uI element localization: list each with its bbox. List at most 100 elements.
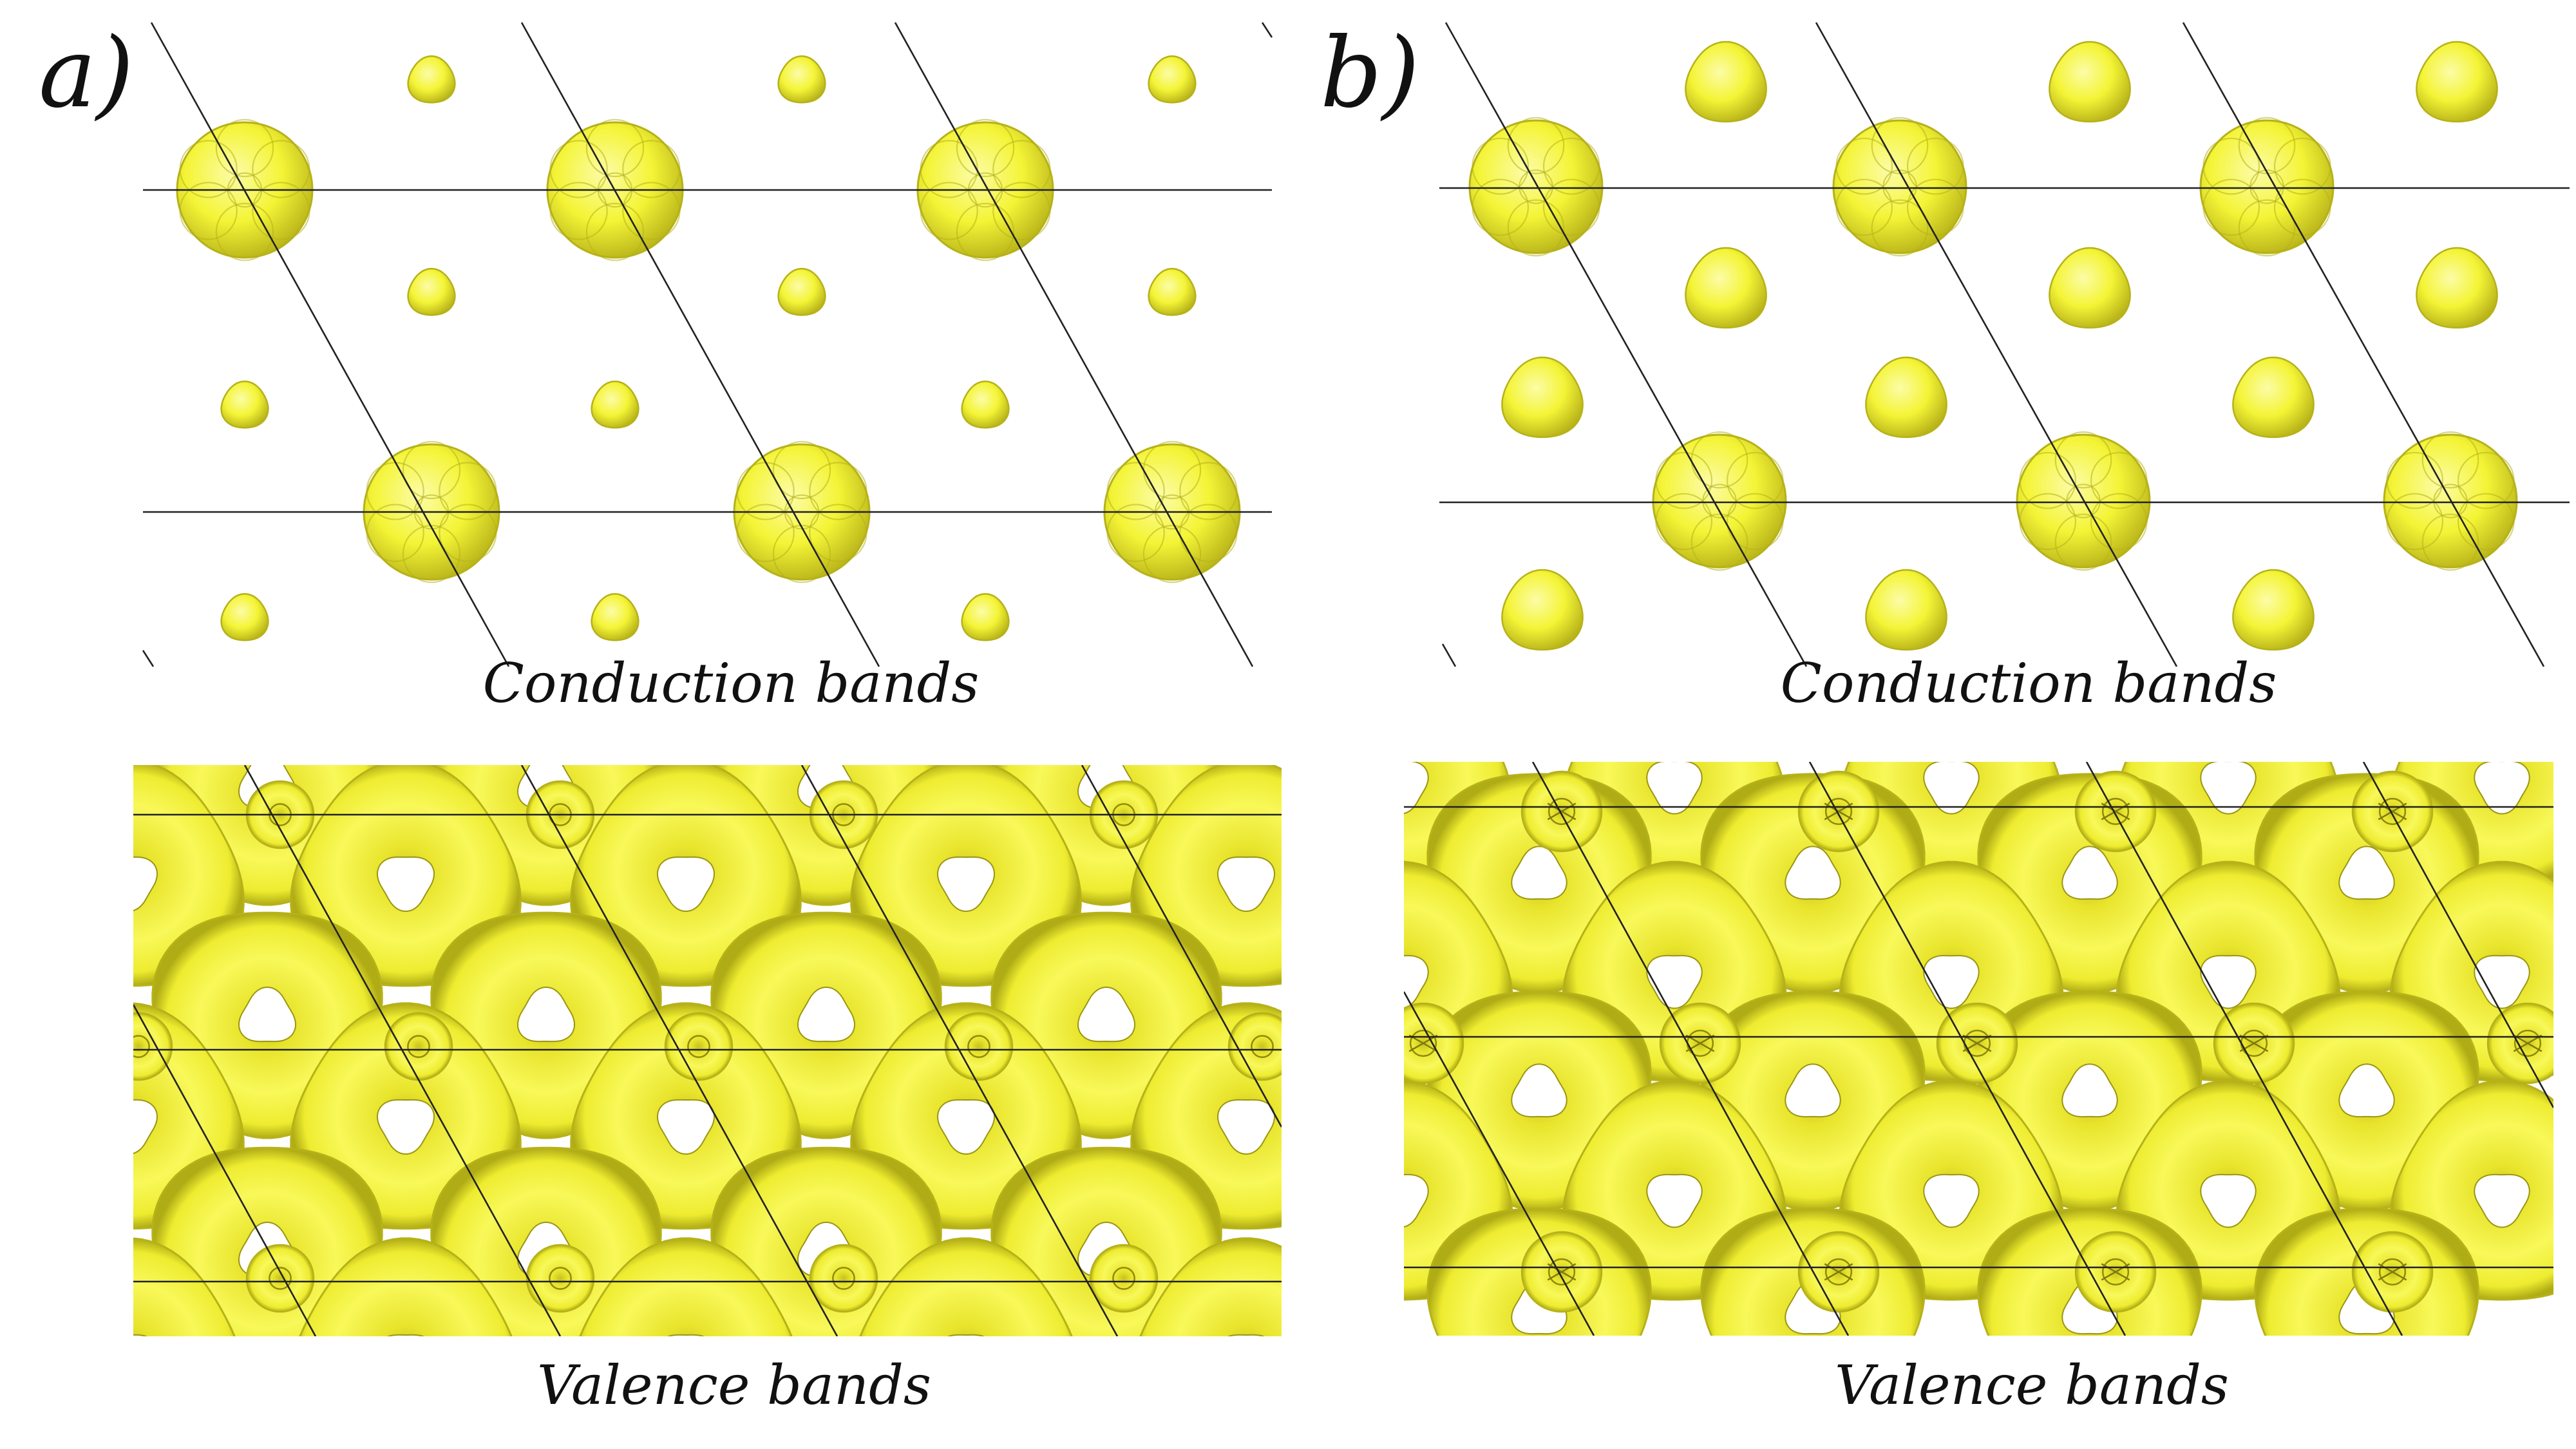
valence-ring-hole <box>2200 1173 2257 1228</box>
conduction-lobe-ridge <box>2457 451 2515 509</box>
conduction-lobe-ridge <box>1106 462 1165 520</box>
lattice-line <box>520 765 838 1336</box>
valence-ring-hole <box>2061 1063 2118 1118</box>
conduction-large-lobe <box>2199 119 2334 254</box>
valence-small-lobe <box>526 1244 595 1313</box>
valence-ring-hole <box>1785 846 1841 900</box>
valence-ring-hole <box>377 1099 435 1155</box>
conduction-lobe-ridge <box>215 202 274 261</box>
valence-ring-hole <box>1217 1099 1275 1155</box>
conduction-lobe-ridge <box>215 118 274 178</box>
conduction-lobe-ridge <box>736 504 795 562</box>
conduction-lobe-ridge <box>2386 451 2444 509</box>
lattice-line <box>1815 22 2178 667</box>
valence-small-lobe <box>1089 1244 1159 1313</box>
valence-ring-hole <box>1511 846 1567 900</box>
conduction-lobe-ridge <box>1655 493 1713 551</box>
valence-small-lobe <box>384 1012 453 1081</box>
valence-ring <box>133 1237 236 1336</box>
valence-small-lobe-core <box>1112 1267 1135 1290</box>
valence-small-lobe-core <box>2378 797 2407 826</box>
lattice-line <box>133 1004 317 1336</box>
valence-small-lobe <box>944 1012 1014 1081</box>
valence-ring-hole <box>1923 1173 1980 1228</box>
valence-ring-hole <box>1077 987 1135 1043</box>
conduction-lobe-ridge <box>1906 137 1964 195</box>
conduction-small-lobe <box>2416 247 2498 329</box>
conduction-lobe-ridge <box>956 202 1015 261</box>
conduction-lobe-ridge <box>2202 178 2260 236</box>
conduction-small-lobe <box>1865 569 1947 651</box>
conduction-small-lobe <box>2049 247 2131 329</box>
valence-ring <box>859 1237 1073 1336</box>
valence-small-lobe <box>1227 1012 1282 1081</box>
valence-small-lobe-core <box>1824 797 1853 826</box>
conduction-small-lobe <box>1685 247 1767 329</box>
conduction-lobe-ridge <box>1106 504 1165 562</box>
conduction-lobe-ridge <box>585 202 645 261</box>
valence-small-lobe-core <box>2101 1258 2130 1286</box>
conduction-lobe-ridge <box>2238 199 2296 257</box>
panel-a-label: a) <box>39 17 134 129</box>
conduction-lobe-ridge <box>2457 493 2515 551</box>
valence-ring-hole <box>937 1099 995 1155</box>
lattice-line <box>1441 643 1457 667</box>
conduction-small-lobe <box>220 380 269 429</box>
valence-ring-hole <box>937 856 995 912</box>
valence-small-lobe <box>2486 1002 2553 1084</box>
conduction-lobe-ridge <box>1179 504 1238 562</box>
valence-small-lobe <box>245 1244 315 1313</box>
conduction-lobe-ridge <box>179 182 238 240</box>
valence-ring-hole <box>1404 954 1429 1009</box>
conduction-large-lobe <box>1832 119 1967 254</box>
conduction-lobe-ridge <box>439 504 497 562</box>
valence-small-lobe-core <box>2378 1258 2407 1286</box>
valence-small-lobe-mark <box>1408 1034 1438 1052</box>
valence-ring-hole <box>377 856 435 912</box>
valence-small-lobe-core <box>1409 1029 1437 1057</box>
conduction-lobe-ridge <box>1726 493 1784 551</box>
conduction-small-lobe <box>591 592 639 641</box>
conduction-small-lobe <box>1148 267 1197 316</box>
valence-ring-hole <box>2474 1173 2530 1228</box>
conduction-lobe-ridge <box>252 140 310 198</box>
conduction-lobe-ridge <box>2090 493 2148 551</box>
lattice-line <box>1531 762 1850 1336</box>
valence-small-lobe-core <box>1548 1258 1576 1286</box>
conduction-lobe-ridge <box>2386 493 2444 551</box>
conduction-small-lobe <box>407 55 456 104</box>
valence-small-lobe <box>1404 1002 1464 1084</box>
valence-small-lobe-core <box>1824 1258 1853 1286</box>
panel-a-conduction-isosurface <box>142 22 1273 667</box>
lattice-line <box>2182 22 2545 667</box>
valence-small-lobe-mark <box>2513 1034 2543 1052</box>
valence-ring <box>579 1237 793 1336</box>
conduction-small-lobe <box>1501 569 1584 651</box>
valence-ring-hole <box>1646 1173 1703 1228</box>
conduction-lobe-ridge <box>2273 137 2331 195</box>
conduction-lobe-ridge <box>2019 451 2077 509</box>
valence-small-lobe-core <box>407 1035 430 1058</box>
conduction-small-lobe <box>1501 356 1584 439</box>
valence-ring-hole <box>2061 846 2118 900</box>
valence-ring-hole <box>1217 856 1275 912</box>
conduction-lobe-core <box>2249 169 2284 204</box>
lattice-line <box>2085 762 2403 1336</box>
valence-ring-hole <box>1785 1063 1841 1118</box>
valence-ring <box>299 1237 513 1336</box>
lattice-line <box>2362 762 2553 1108</box>
valence-ring-hole <box>133 1099 158 1155</box>
conduction-lobe-ridge <box>1655 451 1713 509</box>
lattice-line <box>150 22 510 667</box>
conduction-lobe-ridge <box>809 462 867 520</box>
conduction-lobe-ridge <box>772 524 831 583</box>
valence-small-lobe-core <box>133 1035 150 1058</box>
valence-ring-hole <box>2338 1063 2395 1118</box>
valence-ring-hole <box>133 856 158 912</box>
valence-ring-hole <box>517 987 575 1043</box>
conduction-lobe-ridge <box>1472 137 1530 195</box>
conduction-small-lobe <box>1685 41 1767 123</box>
conduction-small-lobe <box>1148 55 1197 104</box>
conduction-large-lobe <box>1652 433 1787 569</box>
conduction-lobe-ridge <box>920 182 978 240</box>
